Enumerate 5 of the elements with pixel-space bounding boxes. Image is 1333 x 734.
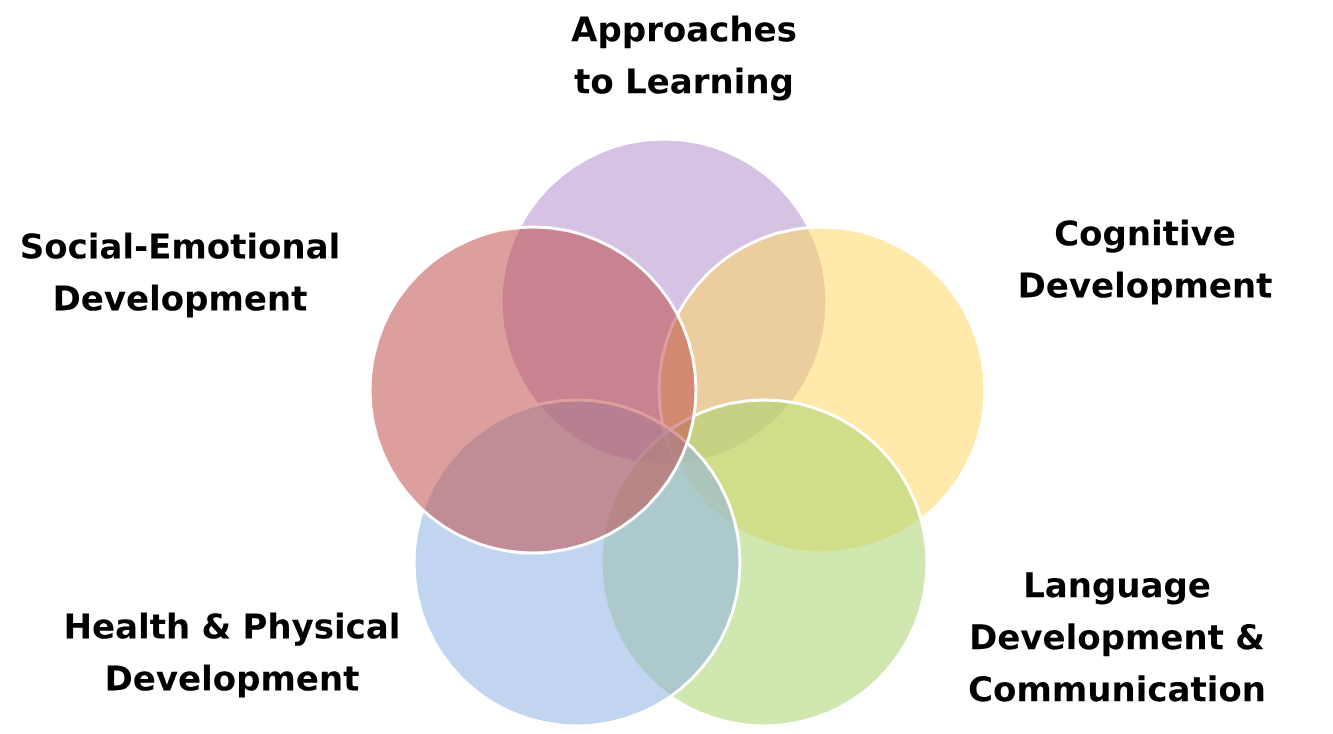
heading: Health & Physical Development: [66, 612, 398, 698]
heading: Approaches to Learning: [571, 15, 796, 101]
heading: Social-Emotional Development: [22, 232, 338, 318]
heading: Language Development & Communication: [969, 572, 1264, 702]
heading: Cognitive Development: [1020, 219, 1272, 305]
